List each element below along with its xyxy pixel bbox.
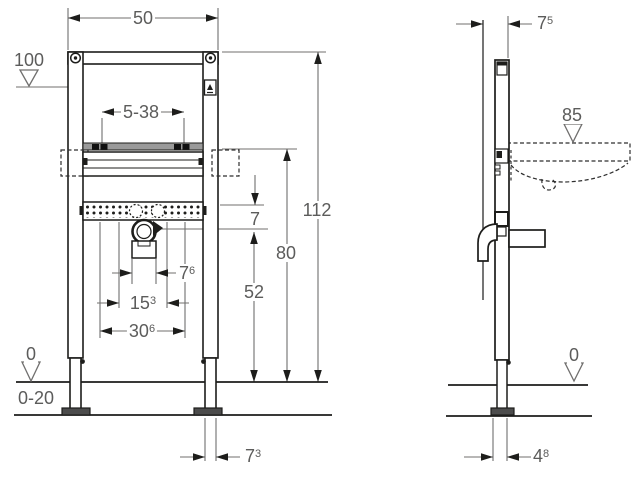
dim-floor-level-side: 0	[566, 345, 582, 365]
dim-frame-depth: 75	[535, 13, 556, 33]
frame-left-rail	[67, 51, 84, 359]
dim-basin-rim-height: 85	[559, 105, 585, 125]
dim-floor-adjust-range: 0-20	[16, 388, 57, 408]
drain-socket	[131, 240, 157, 259]
side-floor-lines	[446, 384, 592, 417]
left-leg-clamp-screw	[80, 359, 85, 364]
dim-floor-level-front: 0	[23, 344, 39, 364]
drain-connection	[131, 218, 163, 259]
crossbar	[82, 151, 204, 177]
corner-screws	[69, 52, 217, 64]
dim-supply-spacing: 153	[127, 293, 159, 313]
dim-connection-width: 306	[126, 321, 158, 341]
side-leg	[496, 359, 508, 411]
adjustment-rail	[82, 142, 204, 151]
side-leg-clamp-screw	[506, 360, 511, 365]
dim-drain-offset: 76	[177, 263, 198, 283]
right-leg-clamp-screw	[201, 359, 206, 364]
level-markers	[18, 69, 585, 383]
level-marker-icon	[562, 123, 584, 144]
dim-frame-width: 50	[130, 8, 156, 28]
plate-end	[494, 211, 509, 227]
drain-elbow	[477, 223, 498, 262]
dim-foot-width: 73	[243, 446, 264, 466]
frame-left-leg	[69, 357, 82, 411]
frame-top-member	[67, 51, 219, 65]
dim-frame-height: 112	[300, 200, 334, 220]
side-foot-plate	[490, 407, 515, 416]
dim-drain-height: 52	[241, 282, 267, 302]
level-marker-icon	[20, 361, 42, 383]
dim-rail-range: 5-38	[120, 102, 162, 122]
level-marker-icon	[563, 362, 585, 383]
dim-plate-gap: 7	[247, 209, 263, 229]
level-marker-icon	[18, 69, 40, 88]
washbasin-outline	[506, 142, 631, 191]
front-dimension-lines	[16, 8, 326, 461]
dim-fastening-height: 80	[273, 243, 299, 263]
frame-right-leg	[204, 357, 217, 411]
dim-foot-depth: 48	[531, 446, 552, 466]
perforated-plate	[79, 201, 207, 221]
frame-right-rail	[202, 51, 219, 359]
side-frame-profile	[477, 59, 546, 416]
right-foot-plate	[193, 407, 223, 416]
height-indicator-icon	[203, 79, 217, 96]
dim-level-top: 100	[11, 50, 47, 70]
dimension-arrowheads	[68, 14, 520, 461]
siphon-bracket	[508, 229, 546, 248]
flow-arrow-icon	[153, 221, 163, 236]
left-foot-plate	[61, 407, 91, 416]
